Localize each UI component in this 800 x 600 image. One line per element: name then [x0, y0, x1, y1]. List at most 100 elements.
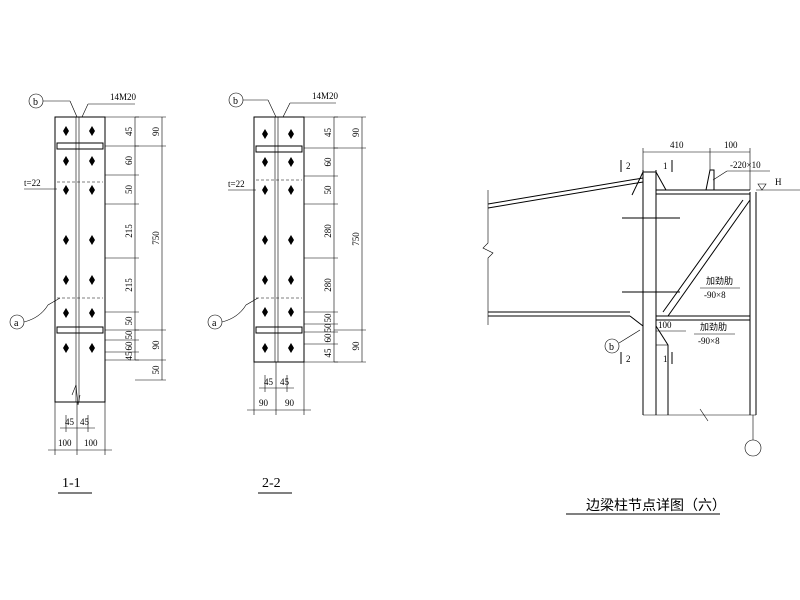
beam-top-flange	[487, 177, 644, 205]
bolt-note: 14M20	[110, 92, 137, 102]
dim-bottom-inner-1: 45	[65, 417, 75, 427]
bolt-diamond	[262, 275, 268, 285]
dim-outer-value: 90	[151, 127, 161, 137]
dim-inner-value: 45	[323, 348, 333, 358]
bolt-diamond	[262, 129, 268, 139]
bolt-diamond	[288, 129, 294, 139]
bolt-diamond	[63, 185, 69, 195]
flange-plate-top	[56, 142, 104, 150]
bolt-diamond	[262, 307, 268, 317]
dim-inner-value: 50	[323, 313, 333, 323]
dim-inner-value: 45	[124, 351, 134, 361]
level-triangle	[757, 183, 767, 191]
bolt-note-leader	[81, 103, 89, 118]
top-haunch	[631, 171, 667, 196]
dim-inner-value: 45	[124, 127, 134, 137]
dim-bottom-inner-2: 45	[80, 417, 90, 427]
cut-1-bottom: 1	[663, 354, 668, 364]
dim-inner-value: 50	[124, 316, 134, 326]
callout-b-text: b	[33, 97, 38, 108]
bolt-diamond	[63, 343, 69, 353]
callout-a-text: a	[14, 318, 19, 329]
dim-inner-value: 60	[124, 156, 134, 166]
dim-inner-value: 215	[124, 278, 134, 292]
bolt-diamond	[262, 343, 268, 353]
bolt-diamond	[262, 157, 268, 167]
callout-a-text: a	[212, 318, 217, 329]
bolt-diamond	[63, 126, 69, 136]
dim-inner-value: 60	[323, 157, 333, 167]
bolt-diamond	[288, 343, 294, 353]
dim-outer-value: 90	[351, 341, 361, 351]
column-plate-outline	[54, 116, 106, 403]
dim-bottom-inner-1: 45	[264, 377, 274, 387]
bolt-diamond	[288, 235, 294, 245]
level-mark: H	[775, 177, 782, 187]
bolt-diamond	[63, 156, 69, 166]
bolt-note: 14M20	[312, 91, 339, 101]
bolt-note-leader	[282, 102, 291, 118]
bolt-diamond	[288, 307, 294, 317]
callout-b-text: b	[233, 96, 238, 107]
cut-2-top: 2	[626, 161, 631, 171]
dim-inner-value: 50	[323, 185, 333, 195]
dim-inner-value: 280	[323, 224, 333, 238]
section-1-1: b 14M20 t=22 a 4560502152155050604590750…	[9, 92, 166, 494]
bolt-diamond	[89, 343, 95, 353]
bolt-diamond	[89, 308, 95, 318]
callout-circle-b	[604, 338, 620, 354]
leader-b-diagonal	[69, 100, 78, 118]
dim-inner-value: 215	[124, 224, 134, 238]
cap-plate	[705, 169, 715, 191]
dim-100-bottom: 100	[658, 320, 672, 330]
elevation-view: 410 100 -220×10 H 2 1 2 1 加劲肋 -90×8 加劲肋 …	[482, 140, 800, 515]
dim-410: 410	[670, 140, 684, 150]
dim-inner-value: 50	[124, 185, 134, 195]
bolt-diamond	[89, 275, 95, 285]
axis-bubble	[744, 439, 762, 457]
cut-1-top: 1	[663, 161, 668, 171]
section-title: 1-1	[62, 476, 81, 491]
bolt-diamond	[63, 275, 69, 285]
dim-bottom-outer-2: 100	[84, 438, 98, 448]
dim-inner-value: 50	[323, 323, 333, 333]
stiffener-size-2: -90×8	[698, 336, 720, 346]
thickness-note: t=22	[24, 178, 41, 188]
bolt-diamond	[89, 185, 95, 195]
beam-top-flange-inner	[487, 181, 644, 209]
dim-outer-value: 750	[351, 232, 361, 246]
section-2-2: b 14M20 t=22 a 4560502802805050604590750…	[207, 91, 366, 494]
flange-plate-bottom	[255, 326, 303, 334]
dim-inner-value: 50	[124, 330, 134, 340]
bolt-diamond	[288, 157, 294, 167]
dim-bottom-outer-2: 90	[285, 398, 295, 408]
dim-bottom-outer-1: 90	[259, 398, 269, 408]
leader-a	[221, 297, 259, 323]
dim-bottom-outer-1: 100	[58, 438, 72, 448]
diagonal-stiffener	[667, 199, 751, 317]
leader-b	[618, 329, 641, 344]
flange-plate-top	[255, 145, 303, 153]
bolt-diamond	[288, 185, 294, 195]
bolt-diamond	[262, 235, 268, 245]
bolt-diamond	[262, 185, 268, 195]
break-mark-left	[482, 190, 494, 325]
plate-note: -220×10	[730, 160, 761, 170]
drawing-title: 边梁柱节点详图（六）	[586, 498, 726, 514]
leader-a	[23, 297, 61, 323]
dim-outer-value: 90	[151, 340, 161, 350]
bolt-diamond	[89, 126, 95, 136]
stiffener-size-1: -90×8	[704, 290, 726, 300]
bolt-diamond	[89, 235, 95, 245]
bolt-diamond	[288, 275, 294, 285]
diagonal-stiffener-inner	[662, 199, 744, 313]
dim-outer-value: 750	[151, 231, 161, 245]
dim-inner-value: 45	[323, 128, 333, 138]
plate-note-leader	[712, 170, 728, 181]
dim-outer-value: 90	[351, 128, 361, 138]
dim-inner-value: 280	[323, 278, 333, 292]
dim-100-top: 100	[724, 140, 738, 150]
